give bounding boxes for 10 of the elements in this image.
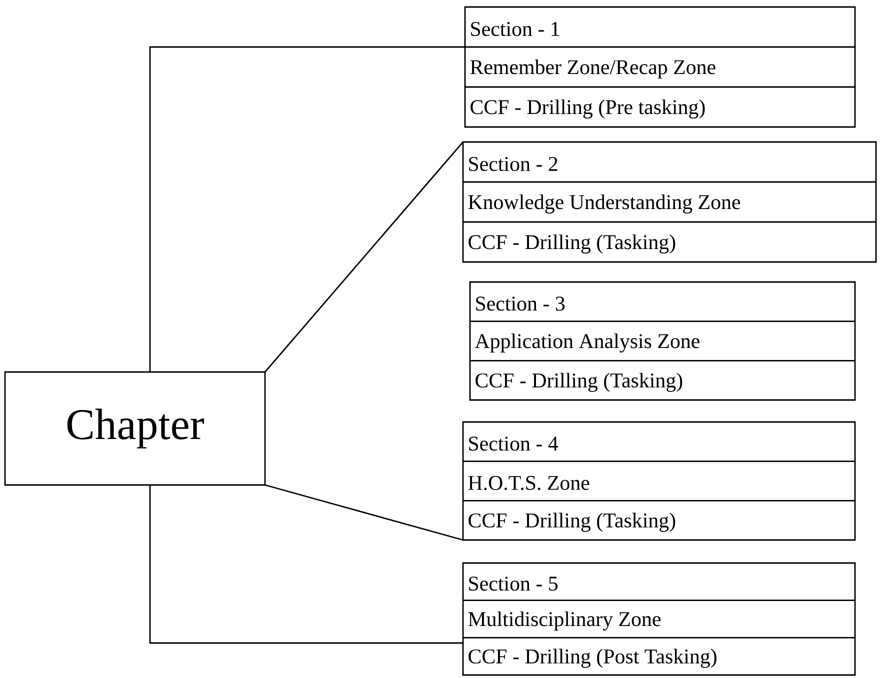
section-box: Section - 1 Remember Zone/Recap Zone CCF - Drilling (Pre tasking) <box>464 6 856 128</box>
connector-line <box>264 142 464 372</box>
section-box: Section - 5 Multidisciplinary Zone CCF - Drilling (Post Tasking) <box>462 562 856 676</box>
chapter-box: Chapter <box>4 371 266 486</box>
connector-line <box>149 485 463 644</box>
section-box: Section - 2 Knowledge Understanding Zone CCF - Drilling (Tasking) <box>462 141 877 263</box>
connector-line <box>264 484 464 541</box>
connector-line <box>149 46 465 372</box>
section-box: Section - 4 H.O.T.S. Zone CCF - Drilling (Tasking) <box>462 421 856 541</box>
section-box: Section - 3 Application Analysis Zone CCF - Drilling (Tasking) <box>469 281 856 401</box>
